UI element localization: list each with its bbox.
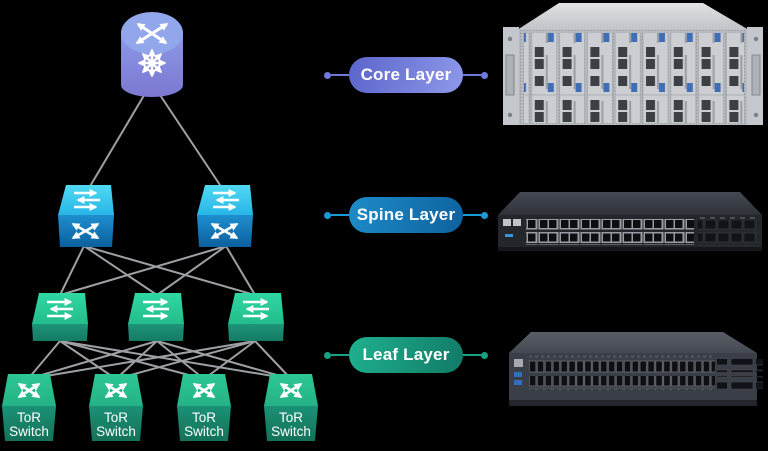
diagonal-arrows-switch-icon: [279, 382, 303, 399]
spine-bottom-edge: [498, 247, 762, 251]
connector-dot: [481, 71, 488, 79]
core-router-node: [121, 12, 183, 97]
tor-switch-label: Switch: [9, 424, 49, 439]
leaf-top-panel: [509, 332, 757, 353]
core-layer-pill: Core Layer: [349, 57, 463, 93]
connector-line: [463, 214, 481, 216]
connector-dot: [324, 211, 331, 219]
workgroup-switch-icon: [143, 298, 169, 320]
tor-switch-label: Switch: [271, 424, 311, 439]
uplink-port-bank: [698, 220, 758, 246]
multidirection-arrows-icon: [137, 48, 167, 78]
topology-links: [27, 91, 292, 380]
rj45-port-row-bottom: [529, 376, 715, 390]
chassis-top-panel: [517, 3, 749, 30]
qsfp-port-bank: [526, 219, 694, 245]
diagonal-arrows-switch-icon: [104, 382, 128, 399]
tor-switch-label: Switch: [184, 424, 224, 439]
mgmt-port: [503, 219, 511, 226]
tor-switch-1: ToR Switch: [2, 374, 56, 441]
rj45-port-row-top: [529, 359, 715, 373]
connector-line: [331, 74, 349, 76]
router-cylinder-icon: [135, 22, 169, 45]
tor-switch-label: Switch: [96, 424, 136, 439]
usb-port: [514, 380, 522, 385]
core-chassis-hardware: [503, 3, 763, 125]
chassis-handle-left: [505, 54, 515, 96]
tor-switch-label: ToR: [17, 410, 41, 425]
spine-hardware: [498, 192, 762, 251]
mgmt-port: [514, 359, 523, 367]
diagonal-arrows-switch-icon: [192, 382, 216, 399]
spine-top-panel: [498, 192, 762, 215]
tor-switch-label: ToR: [279, 410, 303, 425]
leaf-switch-2: [128, 293, 184, 341]
workgroup-switch-icon: [47, 298, 73, 320]
diagonal-arrows-switch-icon: [17, 382, 41, 399]
leaf-switch-3: [228, 293, 284, 341]
core-layer-label: Core Layer: [360, 65, 452, 84]
tor-switch-4: ToR Switch: [264, 374, 318, 441]
multilayer-switch-icon: [71, 189, 100, 240]
connector-line: [463, 74, 481, 76]
spine-switch-1: [58, 185, 114, 247]
mgmt-port: [513, 219, 521, 226]
sfp-uplink-row-top: [717, 359, 763, 372]
leaf-layer-row: Leaf Layer: [324, 337, 488, 373]
topology-diagram: ToR Switch ToR Switch ToR Switch: [2, 12, 318, 441]
leaf-layer-label: Leaf Layer: [362, 345, 450, 364]
connector-dot: [324, 71, 331, 79]
leaf-hardware: [509, 332, 763, 406]
status-led: [505, 234, 513, 237]
core-layer-row: Core Layer: [324, 57, 488, 93]
leaf-switch-1: [32, 293, 88, 341]
connector-dot: [324, 351, 331, 359]
sfp-uplink-row-bottom: [717, 376, 763, 389]
tor-switch-3: ToR Switch: [177, 374, 231, 441]
connector-dot: [481, 351, 488, 359]
tor-switch-label: ToR: [192, 410, 216, 425]
usb-port: [514, 372, 522, 377]
tor-switch-label: ToR: [104, 410, 128, 425]
connector-line: [331, 354, 349, 356]
spine-layer-row: Spine Layer: [324, 197, 488, 233]
tor-switch-2: ToR Switch: [89, 374, 143, 441]
multilayer-switch-icon: [210, 189, 239, 240]
spine-switch-2: [197, 185, 253, 247]
connector-line: [331, 214, 349, 216]
chassis-line-cards: [524, 33, 744, 123]
spine-layer-label: Spine Layer: [356, 205, 456, 224]
chassis-handle-right: [751, 54, 761, 96]
leaf-bottom-edge: [509, 400, 757, 406]
connector-dot: [481, 211, 488, 219]
connector-line: [463, 354, 481, 356]
workgroup-switch-icon: [243, 298, 269, 320]
leaf-layer-pill: Leaf Layer: [349, 337, 463, 373]
spine-layer-pill: Spine Layer: [349, 197, 463, 233]
